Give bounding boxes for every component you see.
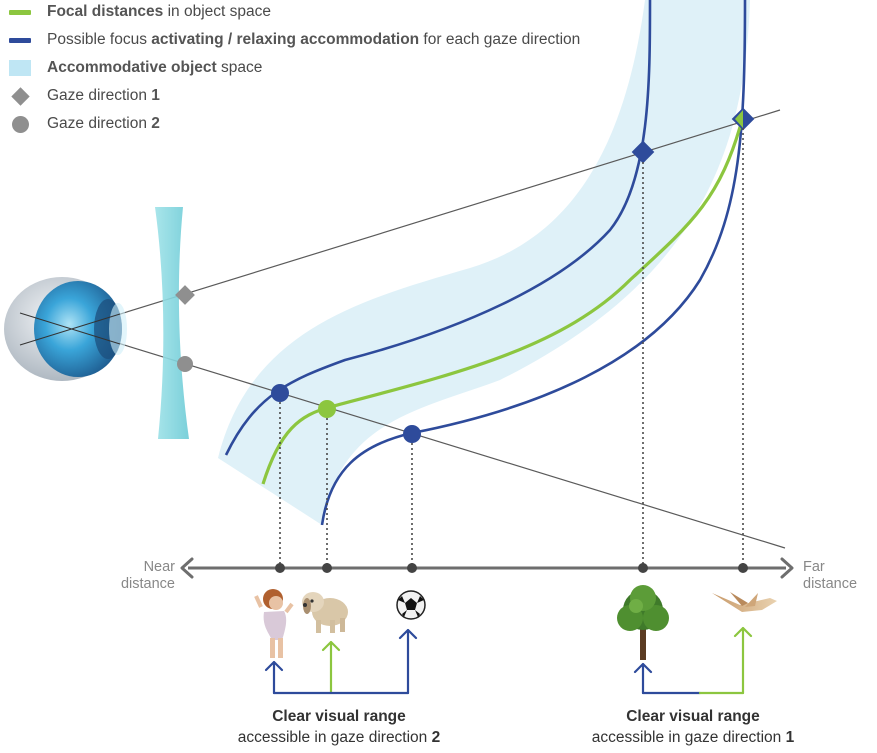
eye-icon bbox=[4, 277, 127, 381]
light-blue-square-icon bbox=[8, 56, 32, 80]
spectacle-lens bbox=[155, 207, 189, 439]
circle-icon bbox=[8, 112, 32, 136]
distance-axis bbox=[180, 557, 794, 579]
bird-icon bbox=[712, 592, 777, 612]
gaze1-lens-marker bbox=[175, 285, 195, 305]
caption-number: 1 bbox=[785, 729, 795, 746]
caption-gaze-1: Clear visual range accessible in gaze di… bbox=[543, 706, 843, 748]
gaze-line-2 bbox=[19, 312, 786, 549]
caption-line: accessible in gaze direction bbox=[591, 729, 786, 746]
green-dash-icon bbox=[8, 0, 32, 24]
gaze1-focal-marker bbox=[735, 110, 743, 128]
gaze2-lens-marker bbox=[177, 356, 193, 372]
range-arrow-tree bbox=[633, 662, 653, 695]
focal-distance-curve bbox=[261, 119, 744, 485]
accommodative-space-area bbox=[218, 0, 750, 525]
diamond-icon bbox=[8, 84, 32, 108]
caption-title: Clear visual range bbox=[626, 708, 760, 725]
tree-icon bbox=[617, 585, 669, 660]
range-arrow-child bbox=[264, 660, 284, 695]
gaze-line-1 bbox=[19, 109, 781, 346]
range-arrow-bird bbox=[733, 626, 753, 695]
legend-label: Accommodative object space bbox=[47, 59, 263, 76]
range-arrow-dog bbox=[321, 640, 341, 695]
caption-title: Clear visual range bbox=[272, 708, 406, 725]
child-icon bbox=[254, 589, 294, 658]
lower-focus-curve bbox=[320, 0, 747, 526]
upper-focus-curve bbox=[224, 0, 652, 456]
gaze2-far-focus-marker bbox=[403, 425, 421, 443]
legend-label: Gaze direction 2 bbox=[47, 115, 160, 132]
caption-line: accessible in gaze direction bbox=[237, 729, 432, 746]
blue-dash-icon bbox=[8, 28, 32, 52]
caption-gaze-2: Clear visual range accessible in gaze di… bbox=[189, 706, 489, 748]
soccer-ball-icon bbox=[396, 590, 426, 620]
range-arrow-ball bbox=[398, 628, 418, 695]
legend-label: Gaze direction 1 bbox=[47, 87, 160, 104]
legend-label: Possible focus activating / relaxing acc… bbox=[47, 31, 581, 48]
gaze2-focal-marker bbox=[318, 400, 336, 418]
legend-label: Focal distances in object space bbox=[47, 3, 272, 20]
caption-number: 2 bbox=[431, 729, 441, 746]
gaze2-near-focus-marker bbox=[271, 384, 289, 402]
dog-icon bbox=[302, 592, 348, 633]
